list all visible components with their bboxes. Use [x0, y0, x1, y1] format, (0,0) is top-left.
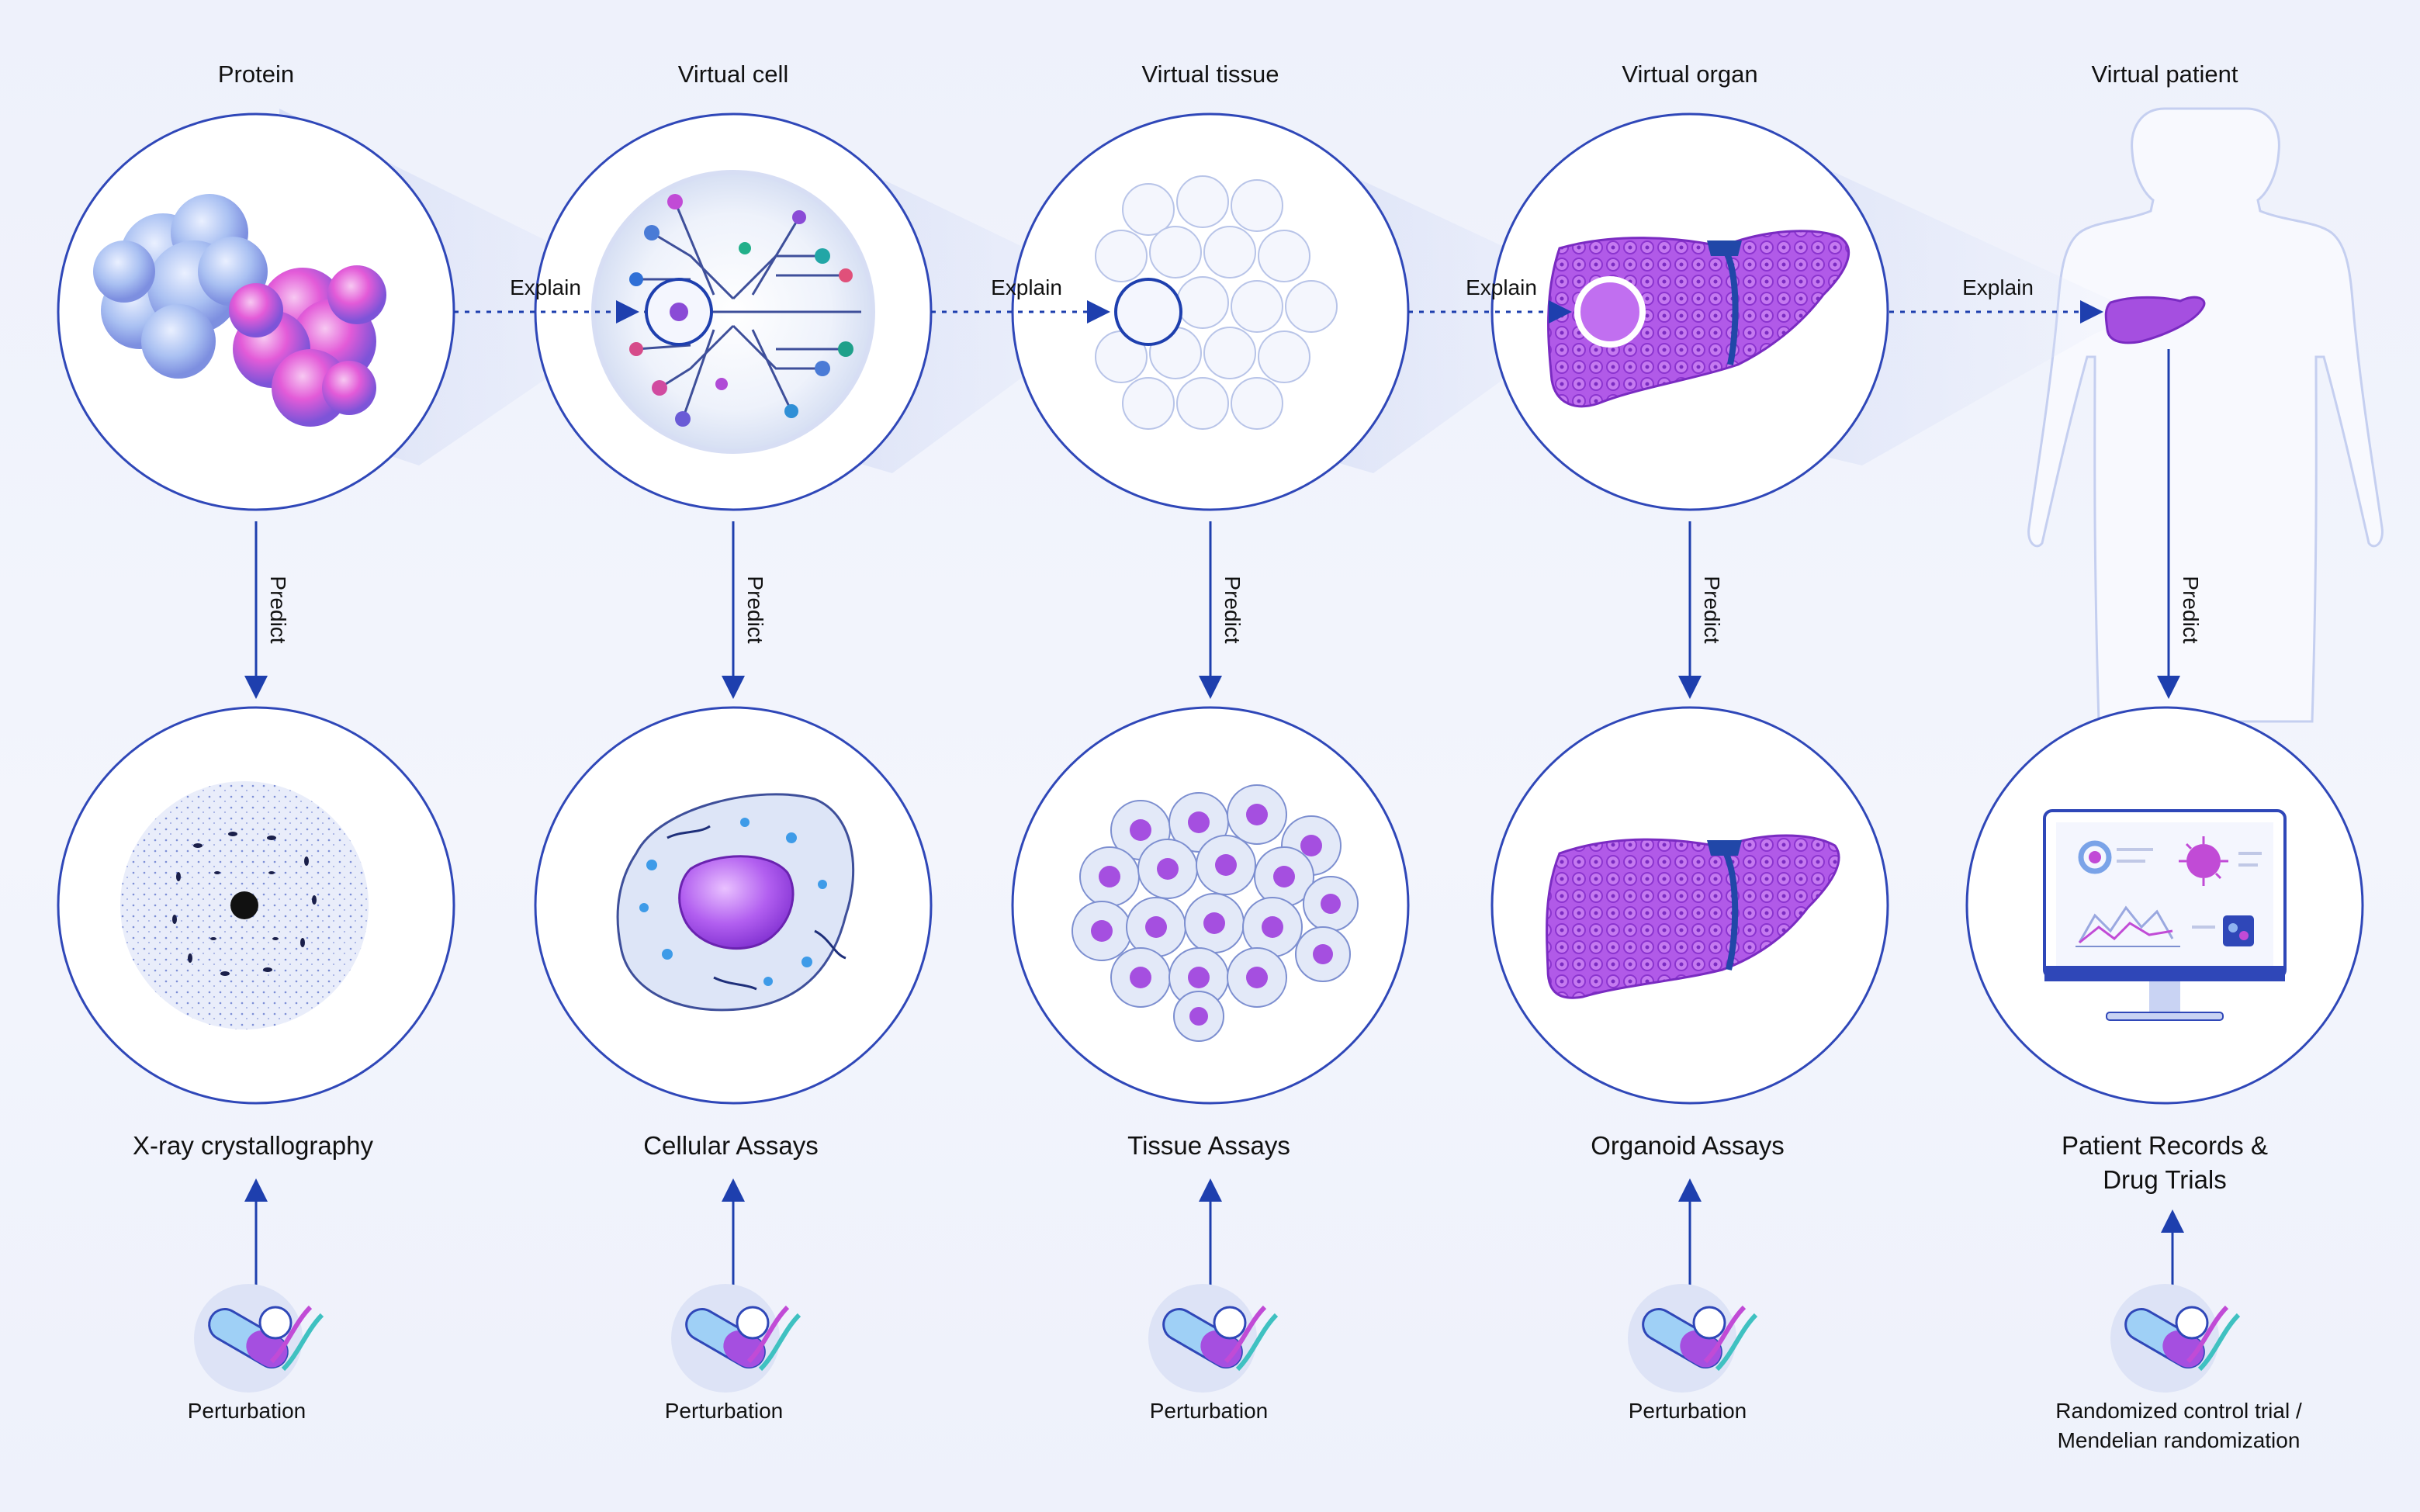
- pill-dna-icon: [671, 1284, 801, 1393]
- explain-label: Explain: [1466, 275, 1537, 299]
- liver-illustration: [1547, 230, 1850, 408]
- rct-mendelian-label: Randomized control trial / Mendelian ran…: [1961, 1396, 2396, 1455]
- perturbation-label: Perturbation: [1628, 1399, 1747, 1423]
- pill-dna-icon: [194, 1284, 324, 1393]
- predict-arrows: [244, 349, 2180, 699]
- perturbation-label: Perturbation: [187, 1399, 306, 1423]
- perturbation-label-line: Randomized control trial /: [2055, 1399, 2302, 1423]
- predict-label: Predict: [1700, 576, 1724, 644]
- pill-dna-icon: [2110, 1284, 2241, 1393]
- pill-dna-icon: [1148, 1284, 1279, 1393]
- single-cell: [616, 793, 855, 1012]
- assay-label-patient-records: Patient Records & Drug Trials: [1947, 1129, 2382, 1197]
- assay-label-cellular: Cellular Assays: [643, 1131, 819, 1160]
- assay-label-organoid: Organoid Assays: [1591, 1131, 1785, 1160]
- human-silhouette: [2027, 107, 2384, 723]
- assay-label-line: Drug Trials: [2103, 1165, 2227, 1194]
- xray-diffraction: [120, 781, 369, 1029]
- protein-illustration: [93, 194, 386, 427]
- tissue-illustration: [1095, 175, 1338, 430]
- perturbation-label: Perturbation: [664, 1399, 784, 1423]
- perturbation-arrows: [244, 1178, 2184, 1296]
- stage-title-virtual-cell: Virtual cell: [677, 61, 789, 88]
- predict-label: Predict: [743, 576, 767, 644]
- organoid-liver: [1546, 834, 1840, 999]
- stage-title-protein: Protein: [217, 61, 295, 88]
- perturbation-icons: [194, 1284, 2241, 1393]
- stage-title-virtual-patient: Virtual patient: [2091, 61, 2238, 88]
- cell-illustration: [591, 170, 875, 454]
- perturbation-label: Perturbation: [1149, 1399, 1269, 1423]
- assay-label-xray: X-ray crystallography: [133, 1131, 373, 1160]
- predict-label: Predict: [266, 576, 290, 644]
- predict-label: Predict: [1220, 576, 1245, 644]
- assay-label-line: Patient Records &: [2062, 1131, 2268, 1160]
- monitor-illustration: [2043, 809, 2287, 1021]
- assay-label-tissue: Tissue Assays: [1127, 1131, 1290, 1160]
- explain-label: Explain: [991, 275, 1062, 299]
- explain-label: Explain: [1962, 275, 2034, 299]
- tissue-assay-cells: [1072, 784, 1359, 1042]
- stage-title-virtual-tissue: Virtual tissue: [1141, 61, 1279, 88]
- explain-label: Explain: [510, 275, 581, 299]
- predict-label: Predict: [2179, 576, 2203, 644]
- patient-liver: [2104, 296, 2206, 344]
- pill-dna-icon: [1628, 1284, 1758, 1393]
- perturbation-label-line: Mendelian randomization: [2057, 1428, 2301, 1452]
- stage-title-virtual-organ: Virtual organ: [1622, 61, 1758, 88]
